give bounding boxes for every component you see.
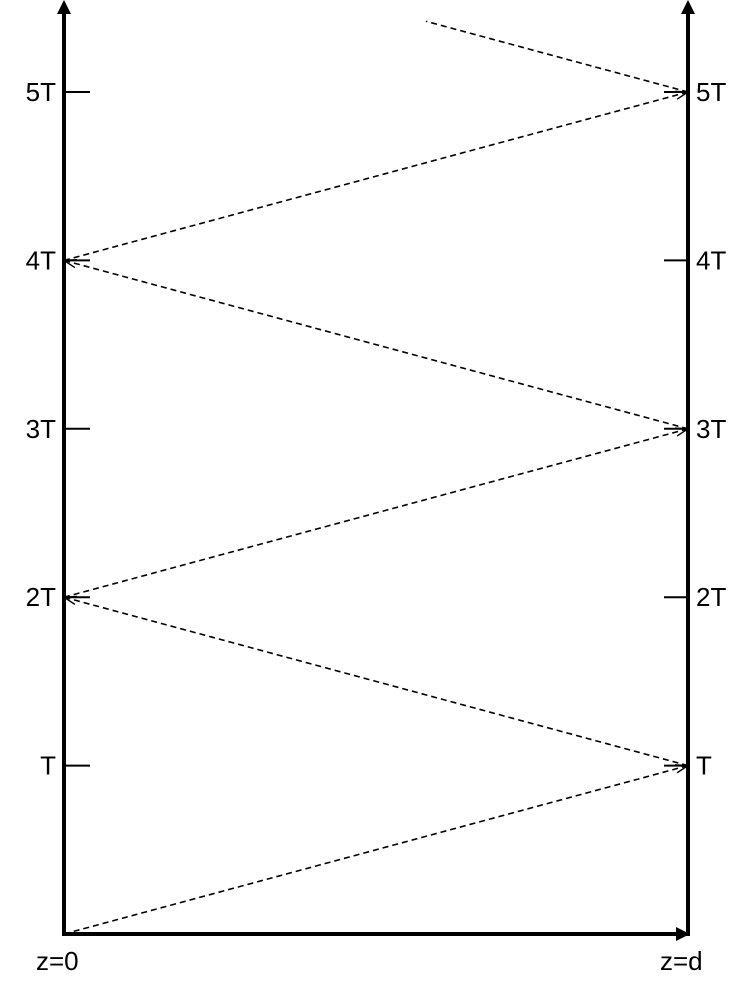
left-axis-label: z=0 (36, 946, 79, 976)
right-tick-label-3: 3T (696, 414, 726, 444)
bounce-arrowhead-2 (61, 595, 78, 605)
bounce-segment-3 (63, 428, 689, 598)
bounce-segment-5 (63, 91, 689, 262)
bounce-segment-1 (63, 764, 689, 935)
right-tick-label-5: 5T (696, 77, 726, 107)
tick-marks: T T 2T 2T 3T 3T 4T 4T 5T 5T (26, 77, 727, 781)
right-tick-label-1: T (696, 751, 712, 781)
right-tick-label-4: 4T (696, 245, 726, 275)
left-tick-label-1: T (40, 751, 56, 781)
right-axis-arrow (681, 0, 695, 14)
right-axis-label: z=d (660, 946, 703, 976)
left-tick-label-3: 3T (26, 414, 56, 444)
left-axis-arrow (57, 0, 71, 14)
bounce-segment-6 (425, 20, 689, 93)
left-tick-label-5: 5T (26, 77, 56, 107)
left-tick-label-2: 2T (26, 582, 56, 612)
left-tick-label-4: 4T (26, 245, 56, 275)
z-axis-arrow (676, 927, 690, 941)
bounce-path (61, 20, 691, 935)
bounce-segment-4 (63, 259, 689, 430)
bounce-segment-2 (63, 596, 689, 767)
right-tick-label-2: 2T (696, 582, 726, 612)
bounce-arrowhead-4 (61, 258, 78, 269)
